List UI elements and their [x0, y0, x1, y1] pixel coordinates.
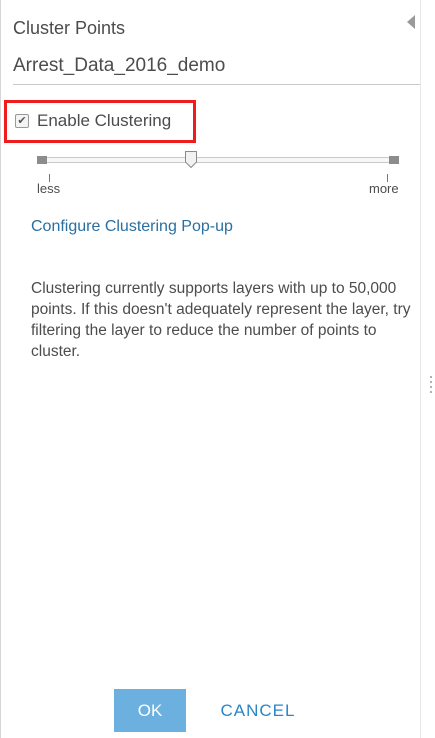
slider-min-label: less — [37, 181, 61, 196]
slider-min-end — [37, 156, 47, 164]
slider-max-label: more — [369, 181, 399, 196]
configure-clustering-popup-link[interactable]: Configure Clustering Pop-up — [31, 218, 233, 235]
cancel-button[interactable]: CANCEL — [212, 689, 304, 732]
slider-tick-min — [49, 174, 50, 182]
divider — [13, 84, 421, 85]
ok-button[interactable]: OK — [114, 689, 186, 732]
caret-left-icon[interactable] — [407, 15, 415, 29]
highlight-annotation — [4, 100, 196, 143]
enable-clustering-label[interactable]: Enable Clustering — [37, 111, 172, 130]
panel-edge — [420, 0, 421, 738]
enable-clustering-checkbox[interactable]: ✔ — [15, 114, 29, 128]
cluster-points-panel: Cluster Points Arrest_Data_2016_demo ✔ E… — [0, 0, 421, 738]
cluster-slider-track[interactable] — [37, 157, 399, 163]
resize-grip-icon[interactable] — [430, 376, 432, 396]
layer-name: Arrest_Data_2016_demo — [13, 55, 226, 76]
slider-tick-max — [387, 174, 388, 182]
slider-thumb[interactable] — [185, 151, 197, 168]
panel-title: Cluster Points — [13, 18, 126, 38]
clustering-note: Clustering currently supports layers wit… — [31, 280, 411, 360]
checkmark-icon: ✔ — [17, 115, 27, 127]
slider-max-end — [389, 156, 399, 164]
